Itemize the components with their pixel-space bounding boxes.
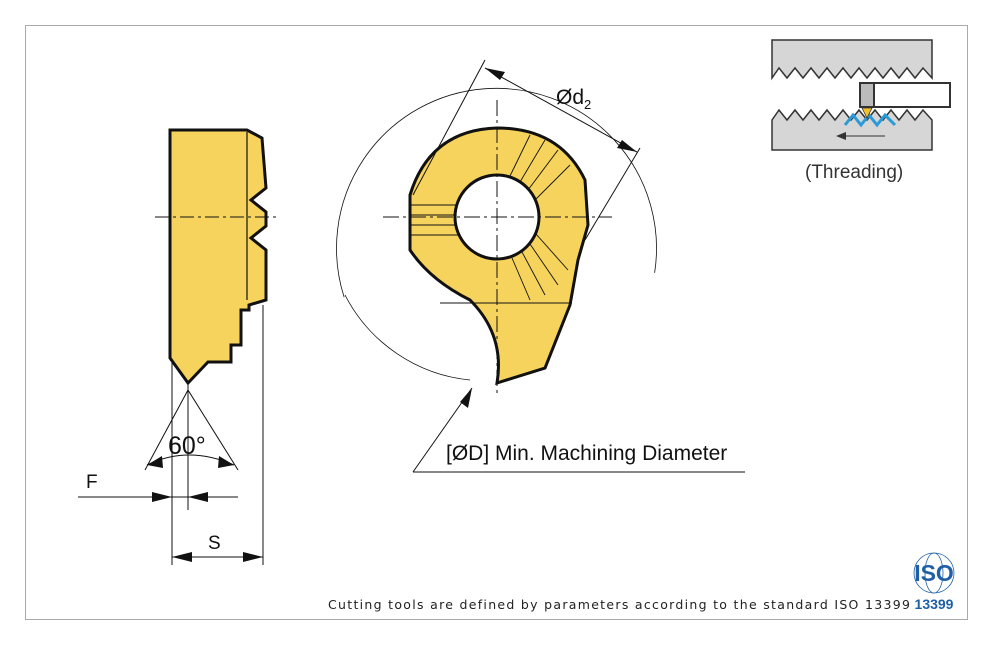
angle-label: 60° [168, 432, 206, 460]
min-diameter-label: [ØD] Min. Machining Diameter [446, 442, 728, 465]
footer-note: Cutting tools are defined by parameters … [328, 597, 912, 612]
svg-text:ISO: ISO [914, 560, 954, 586]
drawing-frame [25, 25, 968, 620]
threading-label: (Threading) [805, 162, 904, 183]
iso-logo: ISO 13399 [913, 552, 955, 612]
svg-text:13399: 13399 [915, 596, 954, 612]
f-label: F [86, 472, 98, 493]
s-label: S [208, 533, 221, 554]
insert-side-view [78, 128, 278, 565]
threading-illustration [771, 39, 951, 151]
insert-front-view [336, 59, 745, 473]
d2-label: Ød2 [556, 86, 592, 113]
